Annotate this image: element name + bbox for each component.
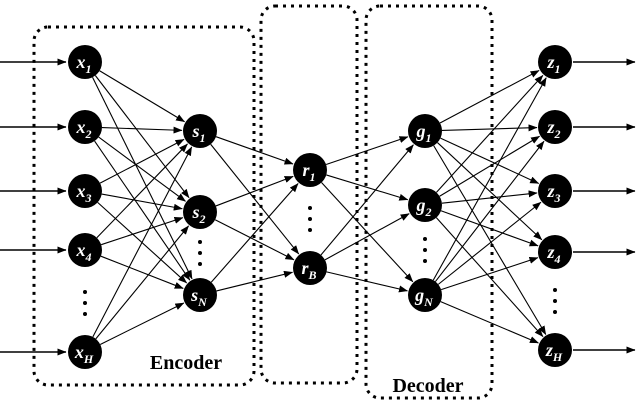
node-r1	[293, 153, 327, 187]
ellipsis-dot-encoder-hidden-1	[198, 251, 202, 255]
node-label-x4: x4	[76, 240, 92, 264]
node-label-z3: z3	[546, 181, 560, 205]
edge-g1-to-z2	[441, 124, 538, 132]
node-label-z1: z1	[546, 52, 560, 76]
edge-x2-to-s1	[101, 126, 183, 134]
edge-x4-to-sN	[100, 255, 184, 289]
edge-gN-to-z4	[440, 256, 539, 291]
node-z4	[538, 235, 572, 269]
node-label-x1: x1	[76, 52, 92, 76]
edge-g1-to-z1	[439, 69, 540, 124]
edge-x1-to-s2	[94, 75, 190, 199]
edge-g2-to-zH	[435, 217, 544, 337]
edge-g2-to-z2	[439, 135, 540, 197]
ellipsis-dot-output-1	[553, 299, 557, 303]
edge-gN-to-z1	[432, 77, 547, 281]
node-z1	[538, 45, 572, 79]
node-label-rB: rB	[301, 258, 316, 282]
encoder-box	[32, 25, 256, 387]
node-label-x2: x2	[76, 117, 92, 141]
ellipsis-dot-decoder-hidden-1	[423, 248, 427, 252]
node-x4	[68, 233, 102, 267]
bottleneck-box	[259, 4, 359, 385]
node-label-g1: g1	[416, 121, 432, 145]
edge-x3-to-s1	[99, 138, 185, 184]
edge-rB-to-gN	[326, 271, 408, 293]
edge-g1-to-z3	[440, 137, 540, 184]
edge-gN-to-zH	[440, 301, 539, 344]
ellipsis-dot-input-2	[83, 312, 87, 316]
node-label-x3: x3	[76, 181, 92, 205]
node-label-xH: xH	[74, 342, 94, 366]
edge-x3-to-s2	[101, 193, 183, 211]
edge-s1-to-r1	[215, 136, 294, 165]
node-g1	[408, 114, 442, 148]
ellipsis-dot-decoder-hidden-2	[423, 259, 427, 263]
edge-r1-to-gN	[321, 182, 414, 283]
ellipsis-dot-input-0	[83, 290, 87, 294]
decoder-label: Decoder	[392, 375, 463, 397]
node-g2	[408, 188, 442, 222]
node-label-s1: s1	[191, 121, 205, 145]
edge-x1-to-sN	[92, 77, 193, 280]
edge-x2-to-sN	[94, 140, 191, 281]
node-rB	[293, 251, 327, 285]
edge-g2-to-z1	[436, 74, 544, 193]
edge-xH-to-s1	[92, 146, 193, 338]
edge-g2-to-z3	[441, 190, 538, 204]
edge-gN-to-z3	[437, 201, 542, 285]
node-z3	[538, 174, 572, 208]
edge-g2-to-z4	[440, 210, 539, 247]
edge-sN-to-rB	[216, 270, 294, 292]
ellipsis-dot-output-2	[553, 310, 557, 314]
ellipsis-dot-encoder-hidden-2	[198, 262, 202, 266]
node-x2	[68, 110, 102, 144]
node-label-z4: z4	[546, 242, 560, 266]
edge-sN-to-r1	[210, 183, 299, 283]
edge-x2-to-s2	[98, 136, 186, 202]
edge-rB-to-g1	[320, 144, 414, 256]
edge-g1-to-zH	[433, 145, 547, 335]
ellipsis-dot-bottleneck-0	[308, 206, 312, 210]
edge-s2-to-rB	[214, 219, 295, 261]
ellipsis-dot-bottleneck-2	[308, 228, 312, 232]
edge-x4-to-s2	[100, 216, 184, 246]
ellipsis-dot-output-0	[553, 288, 557, 292]
edge-gN-to-z2	[434, 140, 545, 282]
edge-s1-to-rB	[210, 143, 300, 255]
edge-r1-to-g2	[326, 174, 409, 201]
ellipsis-dot-bottleneck-1	[308, 217, 312, 221]
edge-r1-to-g1	[325, 136, 409, 166]
node-s1	[183, 114, 217, 148]
edge-x1-to-s1	[99, 70, 185, 123]
node-label-sN: sN	[190, 285, 208, 309]
node-label-gN: gN	[414, 285, 434, 309]
edge-s2-to-r1	[215, 175, 294, 207]
ellipsis-dot-encoder-hidden-0	[198, 240, 202, 244]
ellipsis-dot-input-1	[83, 301, 87, 305]
edge-rB-to-g2	[324, 213, 410, 261]
node-label-z2: z2	[546, 117, 560, 141]
node-label-r1: r1	[302, 160, 315, 184]
node-label-g2: g2	[416, 195, 432, 219]
node-s2	[183, 195, 217, 229]
ellipsis-dot-decoder-hidden-0	[423, 237, 427, 241]
node-z2	[538, 110, 572, 144]
encoder-label: Encoder	[150, 352, 222, 374]
node-x3	[68, 174, 102, 208]
decoder-box	[364, 4, 494, 400]
node-sN	[183, 278, 217, 312]
edge-g1-to-z4	[437, 142, 543, 241]
node-label-s2: s2	[191, 202, 205, 226]
node-gN	[408, 278, 442, 312]
node-x1	[68, 45, 102, 79]
node-xH	[68, 335, 102, 369]
node-zH	[538, 333, 572, 367]
edge-xH-to-sN	[99, 302, 185, 345]
edge-x4-to-s1	[96, 143, 188, 239]
edge-xH-to-s2	[95, 225, 189, 340]
node-label-zH: zH	[545, 340, 563, 364]
